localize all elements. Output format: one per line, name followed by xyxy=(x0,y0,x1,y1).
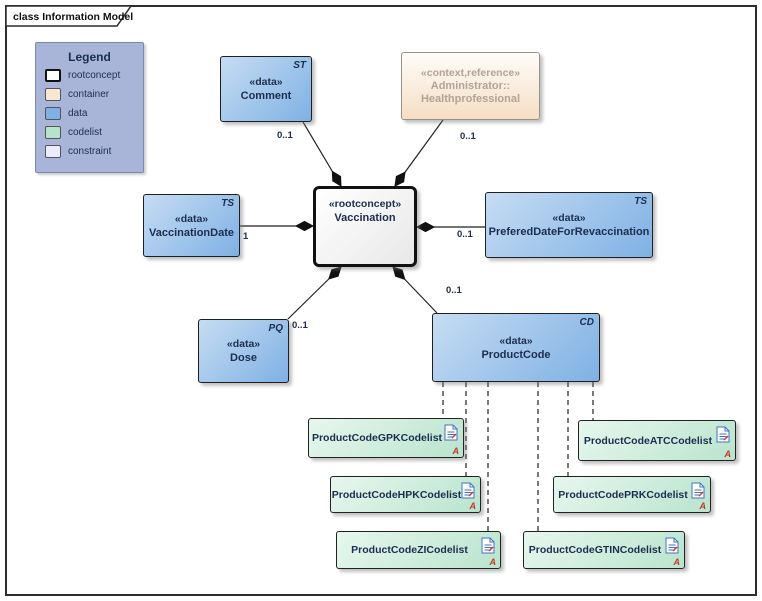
attachment-marker: A xyxy=(452,446,460,456)
type-label: TS xyxy=(634,196,647,207)
legend-item-constraint: constraint xyxy=(45,144,143,159)
diagram-frame xyxy=(5,5,757,596)
data-swatch xyxy=(45,107,61,120)
node-comment[interactable]: ST «data» Comment xyxy=(220,56,312,122)
legend-title: Legend xyxy=(68,50,111,64)
type-label: CD xyxy=(579,317,594,328)
legend-item-codelist: codelist xyxy=(45,125,143,140)
tab-shape xyxy=(5,5,133,27)
attachment-marker: A xyxy=(699,501,707,511)
document-icon xyxy=(716,426,730,443)
node-dose[interactable]: PQ «data» Dose xyxy=(198,319,289,383)
node-productcodeatccodelist[interactable]: ProductCodeATCCodelist A xyxy=(578,420,736,461)
attachment-marker: A xyxy=(489,557,497,567)
node-productcode[interactable]: CD «data» ProductCode xyxy=(432,313,600,382)
node-productcodezicodelist[interactable]: ProductCodeZICodelist A xyxy=(336,531,501,569)
document-icon xyxy=(461,482,475,499)
multiplicity-comment: 0..1 xyxy=(277,130,293,141)
multiplicity-prefereddate: 0..1 xyxy=(457,229,473,240)
diagram-title: class Information Model xyxy=(13,11,133,23)
node-productcodeprkcodelist[interactable]: ProductCodePRKCodelist A xyxy=(553,476,711,513)
constraint-swatch xyxy=(45,145,61,158)
attachment-marker: A xyxy=(469,501,477,511)
container-swatch xyxy=(45,88,61,101)
legend-item-data: data xyxy=(45,106,143,121)
multiplicity-productcode: 0..1 xyxy=(446,285,462,296)
type-label: PQ xyxy=(268,323,283,334)
node-prefereddateforrevaccination[interactable]: TS «data» PreferedDateForRevaccination xyxy=(485,192,653,258)
rootconcept-swatch xyxy=(45,69,61,82)
codelist-swatch xyxy=(45,126,61,139)
connector-dose-vaccination[interactable] xyxy=(287,267,341,320)
connector-productcode-vaccination[interactable] xyxy=(393,267,438,314)
node-productcodegtincodelist[interactable]: ProductCodeGTINCodelist A xyxy=(523,531,685,569)
multiplicity-vaccinationdate: 1 xyxy=(243,231,249,242)
connector-administrator-vaccination[interactable] xyxy=(395,119,444,186)
node-administrator-healthprofessional[interactable]: «context,reference» Administrator:: Heal… xyxy=(401,52,540,120)
type-label: TS xyxy=(221,198,234,209)
legend: Legend rootconcept container data codeli… xyxy=(35,42,144,173)
node-productcodehpkcodelist[interactable]: ProductCodeHPKCodelist A xyxy=(330,476,481,513)
type-label: ST xyxy=(293,60,306,71)
document-icon xyxy=(481,537,495,554)
attachment-marker: A xyxy=(673,557,681,567)
node-vaccination[interactable]: «rootconcept» Vaccination xyxy=(313,186,417,267)
node-vaccinationdate[interactable]: TS «data» VaccinationDate xyxy=(143,194,240,257)
multiplicity-dose: 0..1 xyxy=(292,320,308,331)
document-icon xyxy=(665,537,679,554)
attachment-marker: A xyxy=(724,449,732,459)
diagram-title-tab: class Information Model xyxy=(5,5,133,27)
document-icon xyxy=(444,424,458,441)
legend-item-rootconcept: rootconcept xyxy=(45,68,143,83)
document-icon xyxy=(691,482,705,499)
node-productcodegpkcodelist[interactable]: ProductCodeGPKCodelist A xyxy=(308,418,464,458)
legend-item-container: container xyxy=(45,87,143,102)
connector-comment-vaccination[interactable] xyxy=(302,121,341,186)
multiplicity-administrator: 0..1 xyxy=(460,131,476,142)
